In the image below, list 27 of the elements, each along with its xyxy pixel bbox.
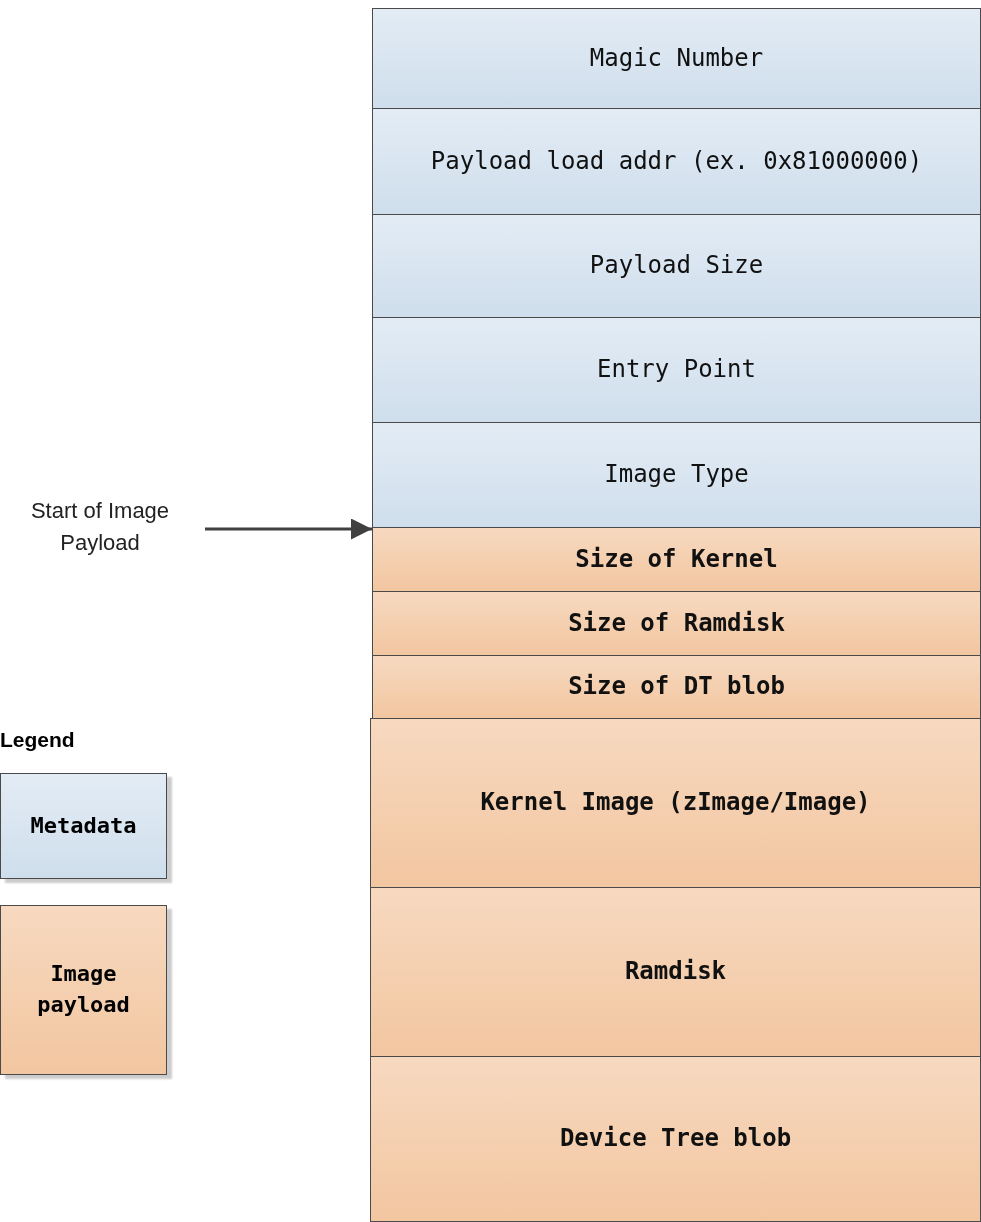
legend-text: Metadata xyxy=(30,811,137,840)
memory-field-box xyxy=(370,1056,981,1222)
legend-text: Image payload xyxy=(36,960,131,1019)
field-label: Device Tree blob xyxy=(559,1123,792,1155)
field-label: Payload Size xyxy=(589,250,764,282)
memory-field-box xyxy=(370,718,981,888)
memory-field-box xyxy=(372,317,981,423)
field-label: Size of Ramdisk xyxy=(568,607,785,639)
memory-field-box xyxy=(372,655,981,719)
legend-title: Legend xyxy=(0,728,75,752)
memory-field-box xyxy=(372,214,981,318)
arrow xyxy=(205,518,372,540)
memory-field-box xyxy=(372,108,981,215)
field-label: Magic Number xyxy=(589,42,764,74)
memory-field-box xyxy=(372,8,981,109)
field-label: Size of Kernel xyxy=(575,543,778,575)
field-label: Ramdisk xyxy=(624,956,727,988)
field-label: Kernel Image (zImage/Image) xyxy=(480,787,871,819)
memory-field-box xyxy=(370,887,981,1057)
memory-field-box xyxy=(372,422,981,528)
field-label: Image Type xyxy=(604,459,749,491)
memory-field-box xyxy=(372,591,981,656)
field-label: Size of DT blob xyxy=(568,671,785,703)
pointer-label: Start of Image Payload xyxy=(29,497,171,557)
field-label: Entry Point xyxy=(597,354,756,386)
memory-field-box xyxy=(372,527,981,592)
field-label: Payload load addr (ex. 0x81000000) xyxy=(430,145,923,177)
